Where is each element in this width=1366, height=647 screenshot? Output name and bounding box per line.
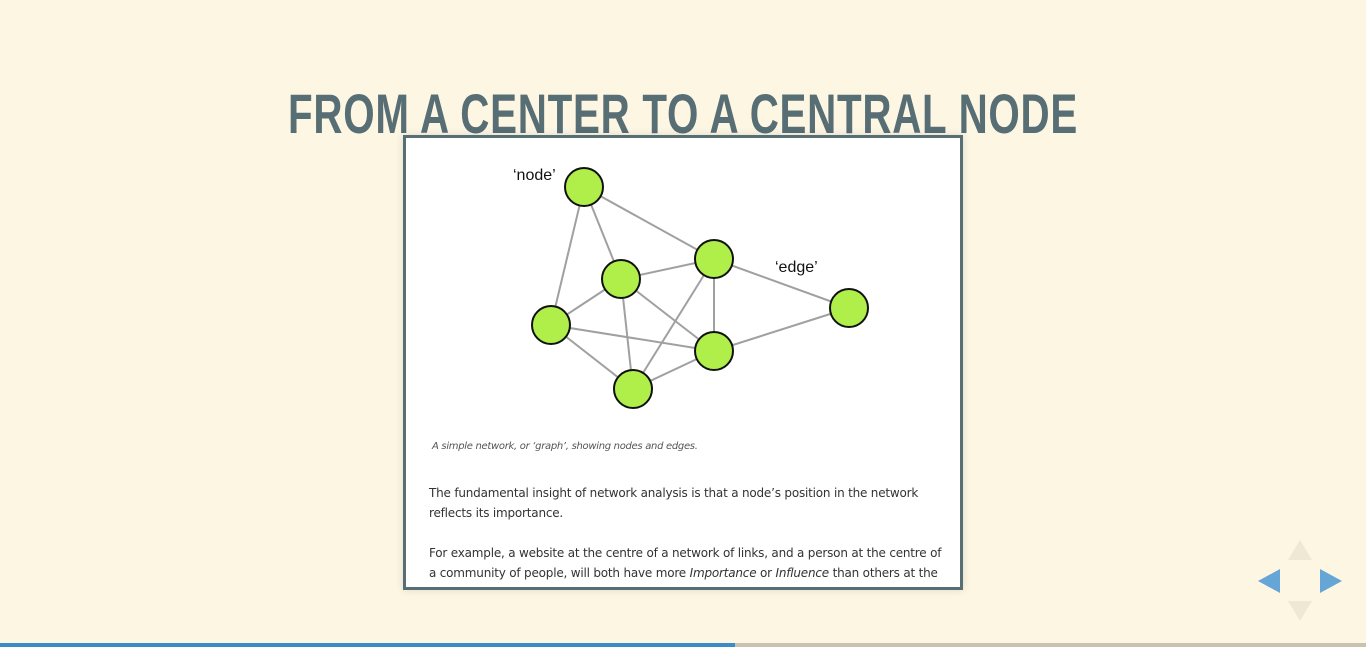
graph-node	[694, 239, 734, 279]
paragraph-2-text-c: than others at the fringes.	[429, 566, 938, 587]
graph-edge	[713, 258, 850, 309]
network-graph: ‘node’ ‘edge’	[513, 167, 869, 409]
nav-down-icon	[1288, 601, 1312, 621]
figure-caption: A simple network, or ‘graph’, showing no…	[432, 441, 698, 452]
edge-label: ‘edge’	[775, 259, 818, 276]
graph-node	[694, 331, 734, 371]
slide-title: FROM A CENTER TO A CENTRAL NODE	[288, 81, 1078, 145]
paragraph-2-text-b: or	[756, 566, 776, 580]
slide-progress-fill	[0, 643, 735, 647]
nav-right-button[interactable]	[1320, 569, 1342, 593]
paragraph-1-text: The fundamental insight of network analy…	[429, 486, 919, 520]
paragraph-2-text-a: For example, a website at the centre of …	[429, 546, 942, 580]
graph-edge	[550, 186, 585, 326]
body-paragraph-1: The fundamental insight of network analy…	[429, 483, 947, 523]
graph-node	[829, 288, 869, 328]
graph-edge	[713, 307, 850, 352]
nav-up-icon	[1288, 540, 1312, 560]
slide-navigation-controls	[1254, 538, 1344, 624]
influence-emphasis: Influence	[775, 566, 830, 580]
graph-node	[601, 259, 641, 299]
graph-edge	[632, 258, 715, 390]
graph-nodes	[531, 167, 869, 409]
graph-node	[531, 305, 571, 345]
slide-progress-bar	[0, 643, 1366, 647]
node-label: ‘node’	[513, 167, 556, 184]
graph-node	[613, 369, 653, 409]
graph-node	[564, 167, 604, 207]
body-paragraph-2: For example, a website at the centre of …	[429, 543, 947, 587]
graph-edge	[550, 324, 715, 352]
graph-edge	[583, 186, 715, 260]
nav-left-button[interactable]	[1258, 569, 1280, 593]
importance-emphasis: Importance	[689, 566, 757, 580]
network-figure-card: ‘node’ ‘edge’ A simple network, or ‘grap…	[403, 135, 963, 590]
